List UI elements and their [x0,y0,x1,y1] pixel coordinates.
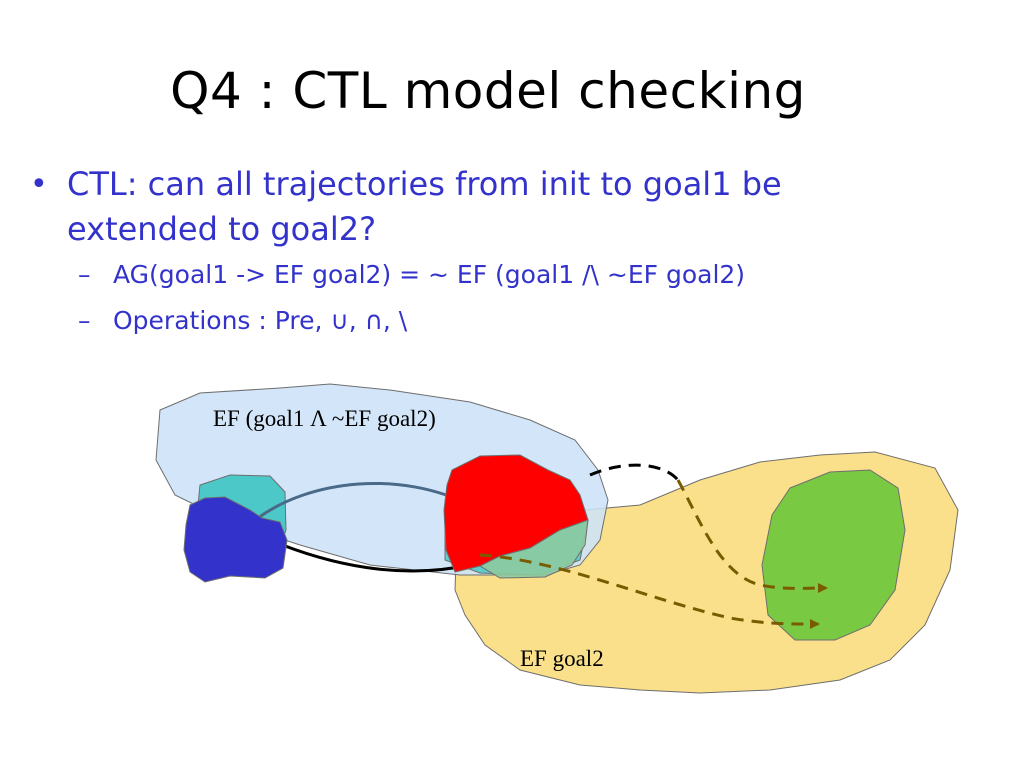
goal1-ef-goal2-overlap [478,519,589,579]
bullet-list: • CTL: can all trajectories from init to… [30,162,990,344]
slide-title: Q4 : CTL model checking [170,62,806,120]
dashed-trajectory-black [589,463,680,482]
bullet-text-line-1: CTL: can all trajectories from init to g… [67,165,782,203]
sub-bullet-marker: – [78,306,91,335]
trajectory-path-blue [257,481,471,520]
bullet-text-line-2: extended to goal2? [67,210,377,248]
sub-bullet-text-operations: Operations : Pre, ∪, ∩, \ [113,306,408,335]
goal2-state-set [761,469,906,641]
dashed-arrow-to-goal2-lower [479,553,820,630]
sub-bullet-marker: – [78,260,91,289]
init-state-set [183,496,288,583]
sub-bullet-item: – Operations : Pre, ∪, ∩, \ [30,298,990,344]
sub-bullet-item: – AG(goal1 -> EF goal2) = ~ EF (goal1 /\… [30,252,990,298]
bullet-marker: • [30,167,48,202]
bullet-item: • CTL: can all trajectories from init to… [30,162,990,252]
trajectory-path-black [269,538,471,573]
dashed-arrow-to-goal2-upper [676,479,828,594]
sub-bullet-text-formula: AG(goal1 -> EF goal2) = ~ EF (goal1 /\ ~… [113,260,746,289]
label-ef-goal2: EF goal2 [520,646,604,671]
label-ef-goal1-not-ef-goal2: EF (goal1 Λ ~EF goal2) [213,406,436,431]
